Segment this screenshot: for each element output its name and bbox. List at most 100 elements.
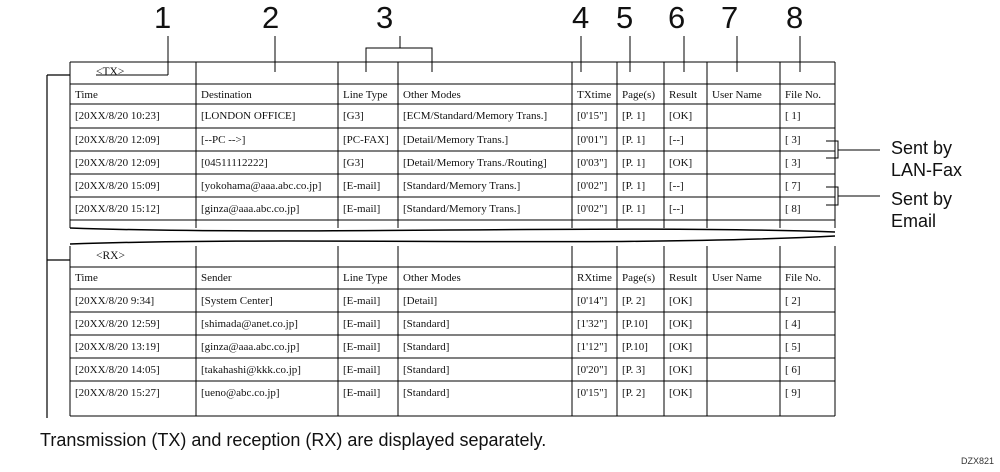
tx-header-7: User Name (712, 89, 762, 101)
rx-row-3-col-3: [Standard] (403, 341, 450, 353)
tx-header-6: Result (669, 89, 698, 101)
callout-sent-by-email: Sent by Email (891, 188, 952, 232)
tx-row-1-col-4: [0'15"] (577, 110, 608, 122)
callout-lan-fax-line1: Sent by (891, 138, 953, 158)
rx-row-4-col-4: [0'20"] (577, 364, 608, 376)
rx-row-3-col-2: [E-mail] (343, 341, 381, 353)
tx-row-4-col-0: [20XX/8/20 15:09] (75, 180, 160, 192)
rx-row-4-col-2: [E-mail] (343, 364, 381, 376)
rx-row-1-col-2: [E-mail] (343, 295, 381, 307)
rx-row-2-col-8: [ 4] (785, 318, 801, 330)
rx-row-3-col-8: [ 5] (785, 341, 801, 353)
rx-row-2-col-2: [E-mail] (343, 318, 381, 330)
tx-row-5-col-1: [ginza@aaa.abc.co.jp] (201, 203, 300, 215)
tx-row-3-col-1: [04511112222] (201, 157, 268, 169)
rx-row-4-col-8: [ 6] (785, 364, 801, 376)
rx-break-wave (69, 235, 836, 245)
tx-row-3-col-3: [Detail/Memory Trans./Routing] (403, 157, 547, 169)
rx-row-2-col-5: [P.10] (622, 318, 648, 330)
tx-row-2-col-2: [PC-FAX] (343, 134, 389, 146)
tx-row-5-col-2: [E-mail] (343, 203, 381, 215)
rx-row-3-col-0: [20XX/8/20 13:19] (75, 341, 160, 353)
rx-row-3-col-6: [OK] (669, 341, 693, 353)
callout-number-4: 4 (572, 0, 590, 35)
tx-row-1-col-5: [P. 1] (622, 110, 646, 122)
callout-lan-fax-line2: LAN-Fax (891, 160, 963, 180)
tx-section-label: <TX> (96, 66, 125, 78)
rx-header-6: Result (669, 272, 698, 284)
callout-number-2: 2 (262, 0, 280, 35)
tx-row-1-col-0: [20XX/8/20 10:23] (75, 110, 160, 122)
rx-header-8: File No. (785, 272, 822, 284)
tx-row-2-col-0: [20XX/8/20 12:09] (75, 134, 160, 146)
callout-number-7: 7 (721, 0, 739, 35)
tx-row-4-col-6: [--] (669, 180, 684, 192)
tx-row-3-col-6: [OK] (669, 157, 693, 169)
callout-email-line1: Sent by (891, 189, 953, 209)
figure-caption: Transmission (TX) and reception (RX) are… (40, 430, 547, 450)
rx-row-5-col-4: [0'15"] (577, 387, 608, 399)
rx-header-7: User Name (712, 272, 762, 284)
rx-row-2-col-6: [OK] (669, 318, 693, 330)
rx-row-1-col-1: [System Center] (201, 295, 273, 307)
rx-row-2-col-4: [1'32"] (577, 318, 608, 330)
tx-row-2-col-1: [--PC -->] (201, 134, 246, 146)
tx-row-5-col-4: [0'02"] (577, 203, 608, 215)
tx-row-5-col-8: [ 8] (785, 203, 801, 215)
tx-row-2-col-6: [--] (669, 134, 684, 146)
tx-row-5-col-3: [Standard/Memory Trans.] (403, 203, 521, 215)
tx-row-4-col-4: [0'02"] (577, 180, 608, 192)
callout-email-line2: Email (891, 211, 937, 231)
tx-header-1: Destination (201, 89, 252, 101)
tx-row-1-col-1: [LONDON OFFICE] (201, 110, 296, 122)
rx-row-2-col-0: [20XX/8/20 12:59] (75, 318, 160, 330)
tx-row-3-col-4: [0'03"] (577, 157, 608, 169)
rx-row-5-col-0: [20XX/8/20 15:27] (75, 387, 160, 399)
rx-row-1-col-6: [OK] (669, 295, 693, 307)
rx-section-label: <RX> (96, 250, 125, 262)
rx-row-3-col-4: [1'12"] (577, 341, 608, 353)
rx-row-4-col-6: [OK] (669, 364, 693, 376)
rx-row-2-col-3: [Standard] (403, 318, 450, 330)
figure-code: DZX821 (960, 456, 994, 466)
tx-row-4-col-1: [yokohama@aaa.abc.co.jp] (201, 180, 322, 192)
callout-number-1: 1 (154, 0, 172, 35)
rx-row-4-col-0: [20XX/8/20 14:05] (75, 364, 160, 376)
rx-row-1-col-4: [0'14"] (577, 295, 608, 307)
tx-row-2-col-8: [ 3] (785, 134, 801, 146)
rx-row-3-col-5: [P.10] (622, 341, 648, 353)
rx-header-3: Other Modes (403, 272, 461, 284)
rx-row-5-col-3: [Standard] (403, 387, 450, 399)
rx-row-1-col-5: [P. 2] (622, 295, 646, 307)
tx-row-5-col-5: [P. 1] (622, 203, 646, 215)
tx-row-4-col-3: [Standard/Memory Trans.] (403, 180, 521, 192)
rx-row-2-col-1: [shimada@anet.co.jp] (201, 318, 298, 330)
rx-header-1: Sender (201, 272, 232, 284)
rx-row-5-col-5: [P. 2] (622, 387, 646, 399)
rx-row-5-col-8: [ 9] (785, 387, 801, 399)
rx-row-4-col-1: [takahashi@kkk.co.jp] (201, 364, 301, 376)
rx-header-2: Line Type (343, 272, 388, 284)
bracket-email (826, 186, 839, 206)
tx-break-wave (69, 227, 836, 233)
rx-row-4-col-3: [Standard] (403, 364, 450, 376)
rx-row-1-col-3: [Detail] (403, 295, 438, 307)
callout-number-6: 6 (668, 0, 686, 35)
tx-row-1-col-6: [OK] (669, 110, 693, 122)
rx-header-4: RXtime (577, 272, 612, 284)
tx-header-8: File No. (785, 89, 822, 101)
tx-row-1-col-3: [ECM/Standard/Memory Trans.] (403, 110, 548, 122)
tx-row-3-col-5: [P. 1] (622, 157, 646, 169)
rx-header-0: Time (75, 272, 98, 284)
tx-row-2-col-4: [0'01"] (577, 134, 608, 146)
callout-number-3: 3 (376, 0, 394, 35)
tx-header-4: TXtime (577, 89, 612, 101)
tx-row-2-col-5: [P. 1] (622, 134, 646, 146)
rx-row-3-col-1: [ginza@aaa.abc.co.jp] (201, 341, 300, 353)
tx-header-0: Time (75, 89, 98, 101)
tx-row-4-col-5: [P. 1] (622, 180, 646, 192)
tx-row-3-col-8: [ 3] (785, 157, 801, 169)
tx-header-5: Page(s) (622, 89, 655, 101)
tx-row-5-col-0: [20XX/8/20 15:12] (75, 203, 160, 215)
